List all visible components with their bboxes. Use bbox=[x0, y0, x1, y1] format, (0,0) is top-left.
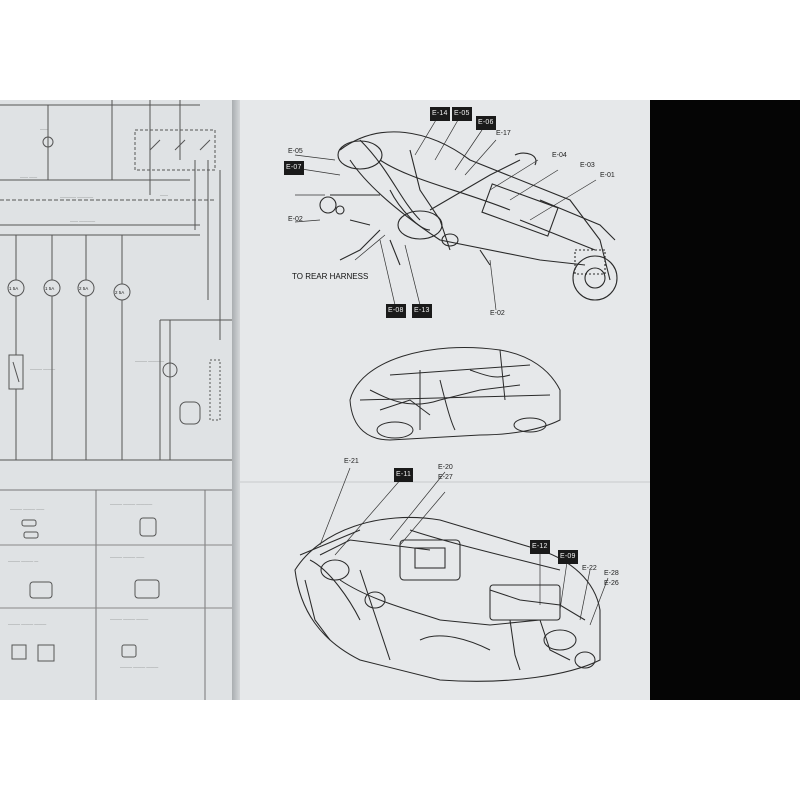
fuse-label: 2 5A bbox=[115, 290, 124, 295]
harness-annotation: TO REAR HARNESS bbox=[292, 272, 369, 281]
svg-text:——— ————: ——— ———— bbox=[135, 358, 164, 363]
svg-text:———— ————: ———— ———— bbox=[60, 194, 93, 199]
connector-label: E-22 bbox=[582, 565, 597, 572]
fuse-label: 1 5A bbox=[9, 286, 18, 291]
connector-label: E-03 bbox=[580, 162, 595, 169]
connector-callout: E-14 bbox=[430, 107, 450, 121]
connector-callout: E-05 bbox=[452, 107, 472, 121]
svg-text:——: —— bbox=[160, 192, 168, 197]
svg-text:—— ————: —— ———— bbox=[70, 218, 95, 223]
connector-label: E-01 bbox=[600, 172, 615, 179]
connector-callout: E-08 bbox=[386, 304, 406, 318]
fuse-label: 1 5A bbox=[45, 286, 54, 291]
car-body-harness-drawing bbox=[349, 347, 561, 441]
harness-illustrations bbox=[240, 119, 650, 682]
svg-text:——— ——— —: ——— ——— — bbox=[8, 558, 38, 563]
svg-text:—— ——: —— —— bbox=[20, 174, 37, 179]
engine-bay-harness-drawing bbox=[294, 516, 601, 682]
svg-text:——— ——— ——: ——— ——— —— bbox=[10, 506, 44, 511]
connector-callout: E-11 bbox=[394, 468, 414, 482]
connector-label: E-27 bbox=[438, 474, 453, 481]
svg-text:——— ——— ———: ——— ——— ——— bbox=[120, 664, 158, 669]
connector-label: E-02 bbox=[288, 216, 303, 223]
svg-text:——— ——— ————: ——— ——— ———— bbox=[110, 501, 152, 506]
dashboard-harness-drawing bbox=[319, 131, 618, 301]
svg-text:——— ——— ———: ——— ——— ——— bbox=[110, 616, 148, 621]
connector-label: E-02 bbox=[490, 310, 505, 317]
connector-label: E-17 bbox=[496, 130, 511, 137]
connector-label: E-21 bbox=[344, 458, 359, 465]
svg-text:——— ——— ———: ——— ——— ——— bbox=[8, 621, 46, 626]
fuse-label: 2 5A bbox=[79, 286, 88, 291]
svg-text:——— ——— ——: ——— ——— —— bbox=[110, 554, 144, 559]
left-page-wiring-diagram: —— —— —— ———— ———— —— ———— —— ——— ——— ——… bbox=[0, 100, 232, 700]
connector-label: E-04 bbox=[552, 152, 567, 159]
connector-callout: E-09 bbox=[558, 550, 578, 564]
connector-callout: E-13 bbox=[412, 304, 432, 318]
connector-label: E-05 bbox=[288, 148, 303, 155]
connector-callout: E-07 bbox=[284, 161, 304, 175]
svg-text:——— ———: ——— ——— bbox=[30, 366, 55, 371]
wiring-schematic: —— —— —— ———— ———— —— ———— —— ——— ——— ——… bbox=[0, 100, 232, 700]
connector-label: E-20 bbox=[438, 464, 453, 471]
right-page-harness-diagram: E-14 E-05 E-06 E-07 E-08 E-13 E-05 E-17 … bbox=[240, 100, 650, 700]
svg-text:——: —— bbox=[40, 126, 48, 131]
connector-callout: E-12 bbox=[530, 540, 550, 554]
connector-callout: E-06 bbox=[476, 116, 496, 130]
book-gutter bbox=[232, 100, 240, 700]
connector-label: E-26 bbox=[604, 580, 619, 587]
dark-backdrop bbox=[648, 100, 800, 700]
connector-label: E-28 bbox=[604, 570, 619, 577]
